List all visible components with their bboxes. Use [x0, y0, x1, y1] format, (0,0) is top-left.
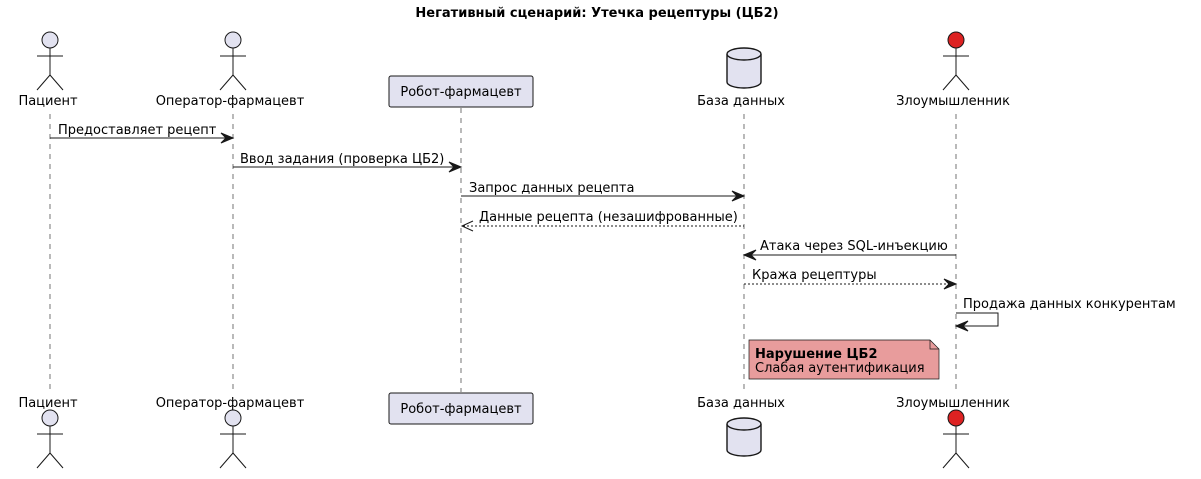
arrow-head-icon — [943, 278, 958, 290]
participant-label-attacker: Злоумышленник — [896, 94, 1010, 109]
message-3: Запрос данных рецепта — [461, 181, 746, 202]
message-label: Продажа данных конкурентам — [963, 297, 1176, 312]
participant-label-operator: Оператор-фармацевт — [156, 396, 305, 411]
message-label: Атака через SQL-инъекцию — [760, 239, 948, 254]
arrow-head-icon — [731, 190, 746, 202]
arrow-head-icon — [220, 132, 235, 144]
participant-robot-top: Робот-фармацевт — [388, 75, 534, 108]
message-1: Предоставляет рецепт — [50, 123, 235, 144]
actor-operator-top: Оператор-фармацевт — [156, 31, 305, 109]
participant-robot-bottom: Робот-фармацевт — [388, 392, 534, 425]
participant-label-database: База данных — [697, 396, 785, 411]
message-label: Данные рецепта (незашифрованные) — [479, 210, 738, 225]
participant-label-database: База данных — [697, 94, 785, 109]
participant-label-operator: Оператор-фармацевт — [156, 94, 305, 109]
arrow-head-icon — [742, 249, 757, 261]
actor-operator-bottom: Оператор-фармацевт — [156, 396, 305, 469]
actor-operator-head-icon — [224, 409, 242, 427]
actor-operator-head-icon — [224, 31, 242, 49]
diagram-title: Негативный сценарий: Утечка рецептуры (Ц… — [415, 6, 778, 21]
participant-box — [388, 75, 534, 108]
message-4: Данные рецепта (незашифрованные) — [460, 210, 744, 232]
actor-attacker-head-icon — [947, 409, 965, 427]
actor-patient-head-icon — [41, 409, 59, 427]
database-icon — [726, 54, 762, 89]
message-label: Кража рецептуры — [752, 268, 877, 283]
database-icon — [726, 424, 762, 457]
participant-box — [388, 392, 534, 425]
message-5: Атака через SQL-инъекцию — [742, 239, 956, 261]
note-text: Слабая аутентификация — [755, 361, 925, 376]
arrow-head-icon — [460, 220, 474, 232]
message-7: Продажа данных конкурентам — [954, 297, 1176, 332]
arrow-head-icon — [448, 161, 463, 173]
actor-attacker-bottom: Злоумышленник — [896, 396, 1010, 469]
arrow-head-icon — [954, 320, 969, 332]
participant-label-patient: Пациент — [18, 396, 78, 411]
participant-label-attacker: Злоумышленник — [896, 396, 1010, 411]
message-label: Предоставляет рецепт — [58, 123, 217, 138]
actor-patient-top: Пациент — [18, 31, 78, 109]
actor-attacker-head-icon — [947, 31, 965, 49]
participant-label-patient: Пациент — [18, 94, 78, 109]
participant-label-robot: Робот-фармацевт — [400, 85, 522, 100]
message-2: Ввод задания (проверка ЦБ2) — [233, 152, 463, 173]
participant-database-top: База данных — [697, 47, 785, 109]
violation-note: Нарушение ЦБ2 Слабая аутентификация — [748, 339, 940, 380]
participant-database-bottom: База данных — [697, 396, 785, 457]
participant-label-robot: Робот-фармацевт — [400, 402, 522, 417]
actor-attacker-top: Злоумышленник — [896, 31, 1010, 109]
note-heading: Нарушение ЦБ2 — [755, 347, 878, 362]
actor-patient-head-icon — [41, 31, 59, 49]
message-6: Кража рецептуры — [744, 268, 958, 290]
actor-patient-bottom: Пациент — [18, 396, 78, 469]
message-label: Запрос данных рецепта — [469, 181, 634, 196]
message-label: Ввод задания (проверка ЦБ2) — [240, 152, 444, 167]
